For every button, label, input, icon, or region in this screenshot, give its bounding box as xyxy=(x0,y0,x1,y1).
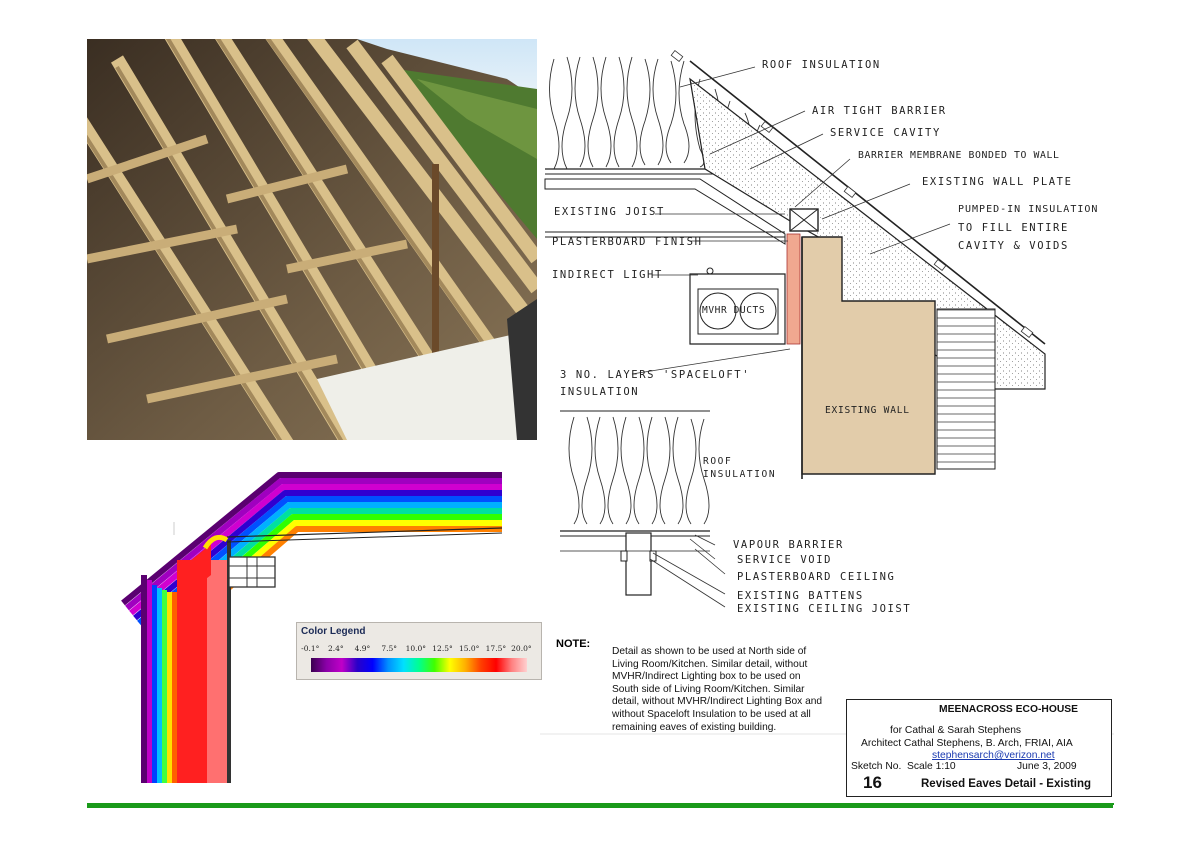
project-name: MEENACROSS ECO-HOUSE xyxy=(939,704,1079,715)
legend-tick: 15.0° xyxy=(458,644,480,653)
label-existing-joist: EXISTING JOIST xyxy=(554,206,665,218)
legend-tick: 7.5° xyxy=(381,644,397,653)
legend-tick: 17.5° xyxy=(485,644,507,653)
legend-tick: -0.1° xyxy=(301,644,320,653)
architect-name: Architect Cathal Stephens, B. Arch, FRIA… xyxy=(861,738,1073,749)
roof-rafters-photo xyxy=(87,39,537,440)
label-roof-insulation: ROOF INSULATION xyxy=(762,59,881,71)
scale: Scale 1:10 xyxy=(907,761,956,772)
sketch-number: 16 xyxy=(863,773,882,792)
label-existing-ceiling-joist: EXISTING CEILING JOIST xyxy=(737,603,912,615)
email-link[interactable]: stephensarch@verizon.net xyxy=(932,750,1055,761)
label-air-tight-barrier: AIR TIGHT BARRIER xyxy=(812,105,947,117)
label-barrier-membrane: BARRIER MEMBRANE BONDED TO WALL xyxy=(858,150,1060,161)
date: June 3, 2009 xyxy=(1017,761,1077,772)
color-legend: Color Legend -0.1° 2.4° 4.9° 7.5° 10.0° … xyxy=(296,622,542,680)
sketch-no-label: Sketch No. xyxy=(851,761,902,772)
label-lower-roof-insulation-1: ROOF xyxy=(703,456,733,467)
label-plasterboard-ceiling: PLASTERBOARD CEILING xyxy=(737,571,896,583)
legend-tick: 10.0° xyxy=(405,644,427,653)
sheet-title: Revised Eaves Detail - Existing xyxy=(921,778,1092,790)
note-text: Detail as shown to be used at North side… xyxy=(612,646,823,733)
eaves-section-sketch: ROOF INSULATION AIR TIGHT BARRIER SERVIC… xyxy=(540,39,1114,805)
note-label: NOTE: xyxy=(556,638,591,650)
label-pumped-in-2: TO FILL ENTIRE xyxy=(958,222,1069,234)
label-indirect-light: INDIRECT LIGHT xyxy=(552,269,663,281)
legend-tick: 2.4° xyxy=(327,644,344,653)
legend-color-bar xyxy=(311,658,527,672)
label-existing-battens: EXISTING BATTENS xyxy=(737,590,864,602)
legend-tick: 20.0° xyxy=(511,644,532,653)
title-block: MEENACROSS ECO-HOUSE for Cathal & Sarah … xyxy=(846,699,1112,797)
legend-tick: 12.5° xyxy=(432,644,453,653)
label-mvhr-ducts: MVHR DUCTS xyxy=(702,305,766,316)
label-service-void: SERVICE VOID xyxy=(737,554,833,566)
label-vapour-barrier: VAPOUR BARRIER xyxy=(733,539,844,551)
legend-title: Color Legend xyxy=(301,626,366,637)
label-pumped-in-1: PUMPED-IN INSULATION xyxy=(958,204,1099,215)
label-existing-wall: EXISTING WALL xyxy=(825,405,910,416)
label-service-cavity: SERVICE CAVITY xyxy=(830,127,941,139)
label-spaceloft-1: 3 NO. LAYERS 'SPACELOFT' xyxy=(560,369,751,381)
label-pumped-in-3: CAVITY & VOIDS xyxy=(958,240,1069,252)
bottom-accent-bar xyxy=(87,803,1113,808)
label-lower-roof-insulation-2: INSULATION xyxy=(703,469,777,480)
client-name: for Cathal & Sarah Stephens xyxy=(890,725,1022,736)
legend-ticks: -0.1° 2.4° 4.9° 7.5° 10.0° 12.5° 15.0° 1… xyxy=(301,644,533,656)
legend-tick: 4.9° xyxy=(354,644,371,653)
label-plasterboard-finish: PLASTERBOARD FINISH xyxy=(552,236,703,248)
label-spaceloft-2: INSULATION xyxy=(560,386,640,398)
label-existing-wall-plate: EXISTING WALL PLATE xyxy=(922,176,1073,188)
